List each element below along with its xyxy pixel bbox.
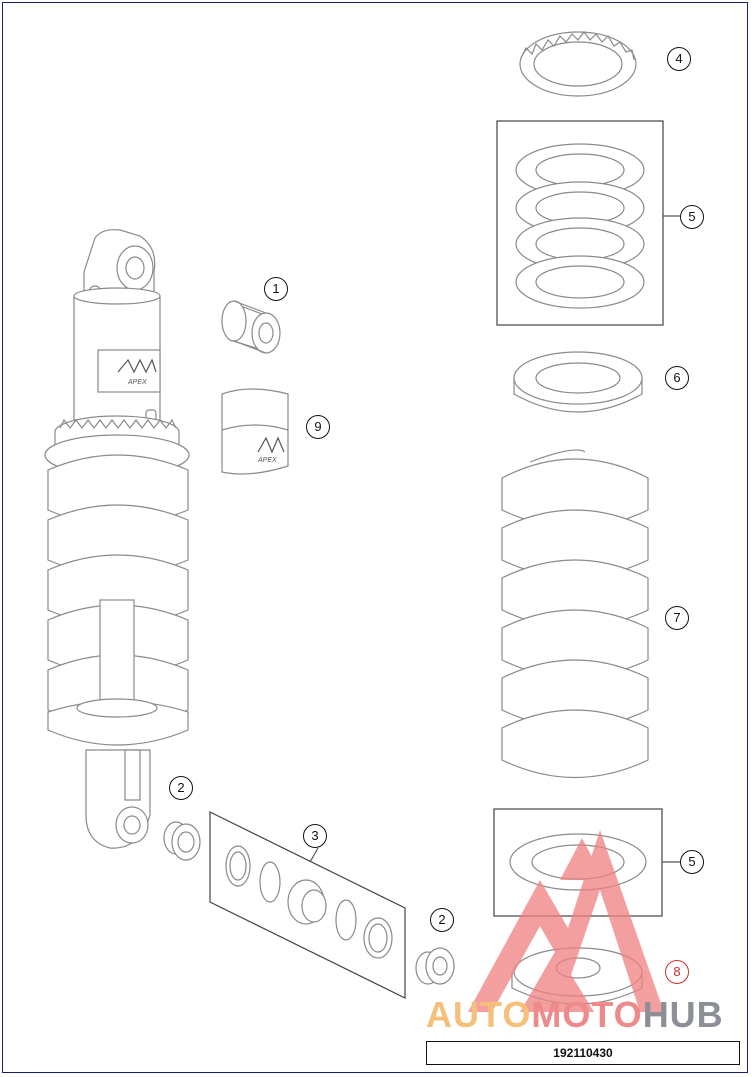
watermark-text: AUTOMOTOHUB: [426, 994, 724, 1036]
part-3-bearing-kit: [209, 811, 406, 999]
callout-part-8[interactable]: 8: [665, 960, 689, 984]
shock-brand-text: APEX: [127, 379, 147, 386]
callout-part-6[interactable]: 6: [665, 366, 689, 390]
shock-absorber: APEX: [44, 229, 190, 849]
part-7-spring: [501, 449, 649, 778]
part-9-sleeve: APEX: [221, 388, 289, 475]
part-4-preload-ring: [519, 31, 637, 97]
part-5-washer-set-top: [496, 120, 664, 326]
drawing-number: 192110430: [426, 1041, 740, 1065]
watermark-auto: AUTO: [426, 994, 532, 1035]
callout-part-3[interactable]: 3: [303, 824, 327, 848]
watermark-moto: MOTO: [531, 994, 643, 1035]
watermark-logo: [468, 830, 664, 1012]
part-2-spacer-lower: [415, 947, 455, 985]
watermark-hub: HUB: [642, 994, 724, 1035]
part-1-bushing: [221, 300, 281, 354]
leader-lines: [662, 215, 680, 863]
callout-part-9[interactable]: 9: [306, 415, 330, 439]
callout-part-7[interactable]: 7: [665, 606, 689, 630]
callout-part-5-bottom[interactable]: 5: [680, 850, 704, 874]
part-6-spring-seat: [513, 351, 643, 413]
callout-part-2-upper[interactable]: 2: [169, 776, 193, 800]
callout-part-5-top[interactable]: 5: [680, 205, 704, 229]
callout-part-4[interactable]: 4: [667, 47, 691, 71]
callout-part-1[interactable]: 1: [264, 277, 288, 301]
part-2-spacer-upper: [163, 821, 201, 861]
callout-part-2-lower[interactable]: 2: [430, 908, 454, 932]
sleeve-brand-text: APEX: [257, 457, 277, 464]
